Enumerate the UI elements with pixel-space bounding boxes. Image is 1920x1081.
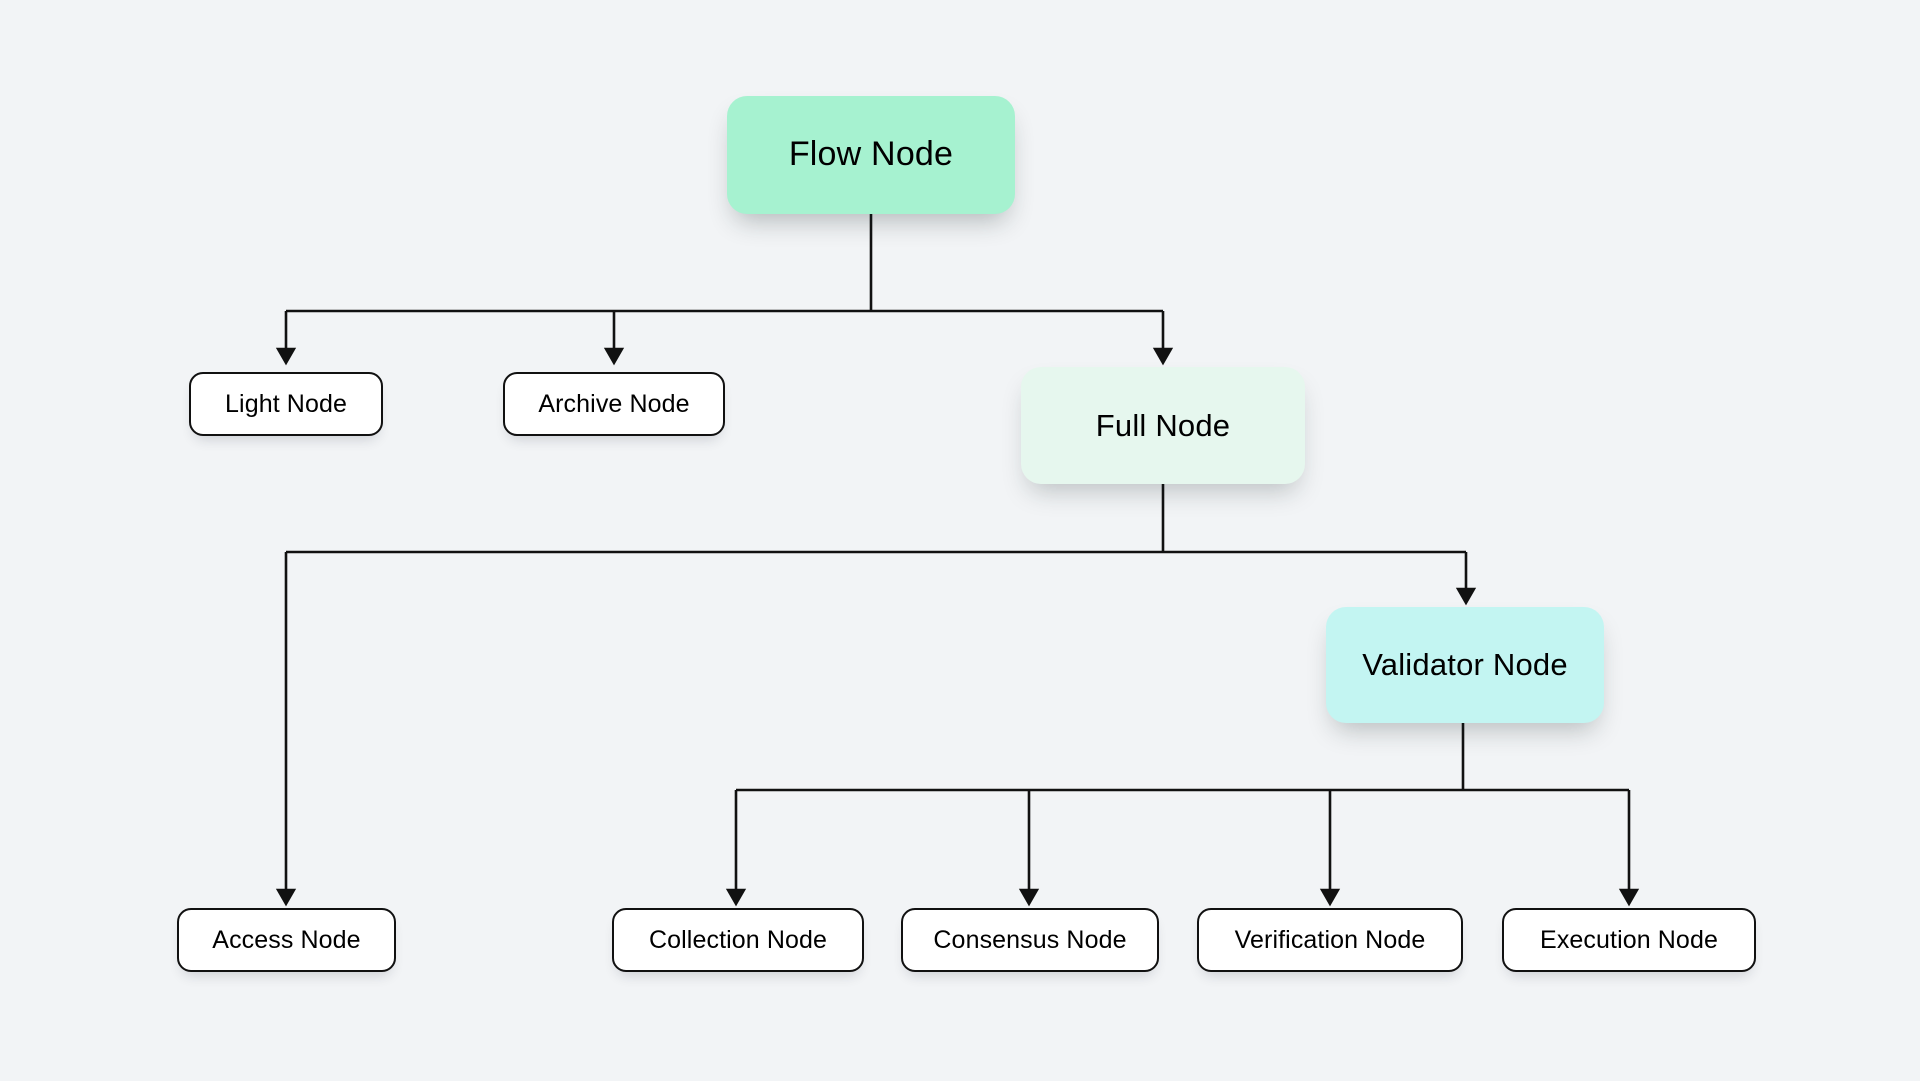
node-validator-node-label: Validator Node — [1362, 647, 1568, 683]
node-archive-node[interactable]: Archive Node — [503, 372, 725, 436]
node-collection-node[interactable]: Collection Node — [612, 908, 864, 972]
node-consensus-node-label: Consensus Node — [933, 925, 1127, 954]
node-validator-node[interactable]: Validator Node — [1326, 607, 1604, 723]
node-flow-node-label: Flow Node — [788, 135, 954, 174]
node-light-node-label: Light Node — [225, 389, 347, 418]
node-full-node[interactable]: Full Node — [1021, 367, 1305, 484]
node-flow-node[interactable]: Flow Node — [727, 96, 1015, 214]
node-consensus-node[interactable]: Consensus Node — [901, 908, 1159, 972]
node-archive-node-label: Archive Node — [538, 389, 690, 418]
node-access-node[interactable]: Access Node — [177, 908, 396, 972]
node-verification-node[interactable]: Verification Node — [1197, 908, 1463, 972]
node-access-node-label: Access Node — [212, 925, 361, 954]
node-light-node[interactable]: Light Node — [189, 372, 383, 436]
node-full-node-label: Full Node — [1095, 407, 1231, 443]
node-collection-node-label: Collection Node — [649, 925, 827, 954]
node-execution-node[interactable]: Execution Node — [1502, 908, 1756, 972]
node-execution-node-label: Execution Node — [1540, 925, 1718, 954]
node-verification-node-label: Verification Node — [1234, 925, 1426, 954]
